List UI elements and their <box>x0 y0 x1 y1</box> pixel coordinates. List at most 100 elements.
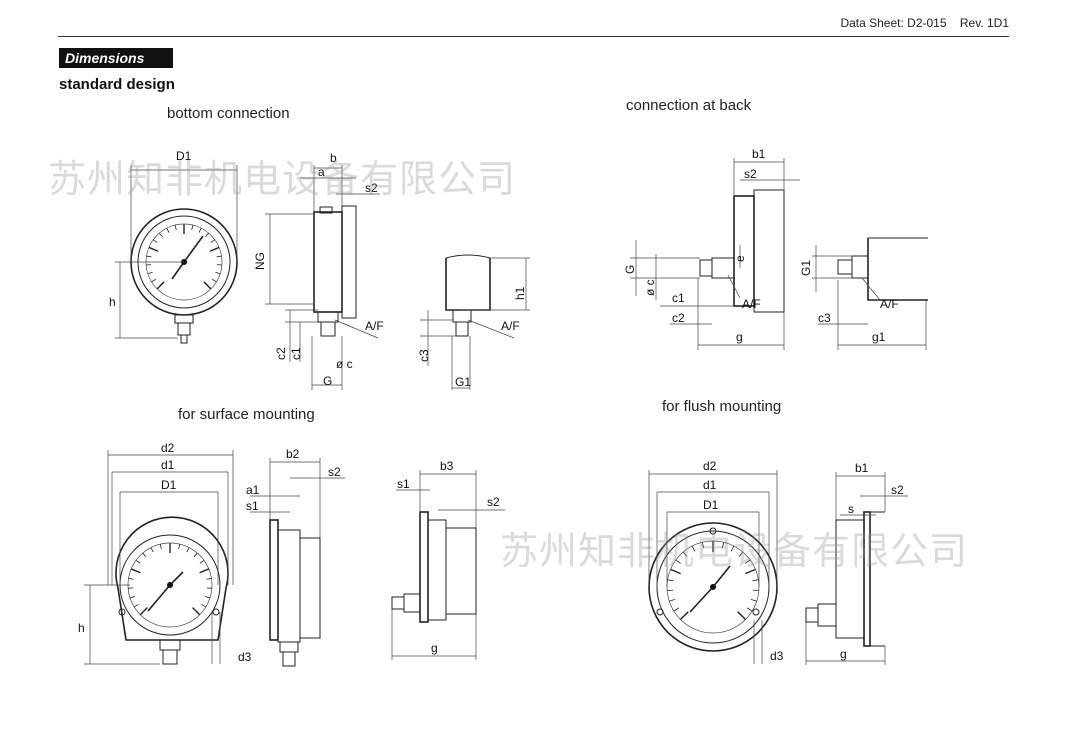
dim-label-b3: b3 <box>440 459 454 473</box>
gauge-scale-tick <box>745 559 751 564</box>
bottom-connection-front-view <box>115 165 238 344</box>
gauge-scale-tick <box>156 281 165 290</box>
dim-label-c2-back: c2 <box>672 311 685 325</box>
dim-label-G1-back: G1 <box>799 260 813 276</box>
dim-label-d2-flush: d2 <box>703 459 717 473</box>
gauge-scale-tick <box>205 232 209 238</box>
dim-label-d1-flush: d1 <box>703 478 717 492</box>
dim-label-d1-surface: d1 <box>161 458 175 472</box>
gauge-scale-tick <box>670 568 681 575</box>
gauge-scale-tick <box>191 224 194 231</box>
dim-label-g-surface: g <box>431 641 438 655</box>
document-header: Data Sheet: D2-015 Rev. 1D1 <box>840 16 1009 30</box>
gauge-scale-tick <box>201 603 207 608</box>
caption-bottom-connection: bottom connection <box>167 105 290 122</box>
dim-label-D1: D1 <box>176 149 192 163</box>
section-title: Dimensions <box>59 48 173 68</box>
dim-label-AF-detail: A/F <box>501 319 520 333</box>
dim-label-h-surface: h <box>78 621 85 635</box>
dim-label-s2-surface-back: s2 <box>487 495 500 509</box>
dim-label-dc-back: ø c <box>643 279 657 296</box>
gauge-scale-tick <box>675 559 681 564</box>
gauge-scale-tick <box>216 255 222 258</box>
gauge-scale-tick <box>146 255 152 258</box>
dim-label-s2-flush: s2 <box>891 483 904 497</box>
gauge-scale-tick <box>174 224 177 231</box>
gauge-scale-tick <box>746 607 753 612</box>
flush-mount-front-view <box>648 470 778 664</box>
gauge-scale-tick <box>211 278 217 283</box>
dim-label-g1: g1 <box>872 330 886 344</box>
dim-label-AF: A/F <box>365 319 384 333</box>
dim-label-d3-surface: d3 <box>238 650 252 664</box>
surface-mount-side-view <box>250 458 345 667</box>
gauge-scale-tick <box>128 578 134 580</box>
caption-surface-mounting: for surface mounting <box>178 406 315 423</box>
dim-label-AF-back: A/F <box>742 297 761 311</box>
dim-label-c3: c3 <box>417 349 431 362</box>
dim-label-a1: a1 <box>246 483 260 497</box>
dim-label-s1-surface: s1 <box>246 499 259 513</box>
dim-label-c2: c2 <box>274 347 288 360</box>
dim-label-h1: h1 <box>513 286 527 300</box>
surface-mount-back-view <box>391 470 505 660</box>
watermark-bottom: 苏州知非机电设备有限公司 <box>500 529 969 573</box>
dim-label-b1-back: b1 <box>752 147 766 161</box>
gauge-scale-tick <box>192 607 201 616</box>
gauge-scale-tick <box>150 547 154 553</box>
gauge-scale-tick <box>667 579 674 582</box>
gauge-scale-tick <box>737 611 747 621</box>
gauge-scale-tick <box>193 552 198 558</box>
gauge-scale-tick <box>159 544 162 550</box>
gauge-scale-tick <box>198 227 202 233</box>
dim-label-dc: ø c <box>336 357 353 371</box>
dim-label-D1-surface: D1 <box>161 478 177 492</box>
dim-label-s1-back: s1 <box>397 477 410 491</box>
dim-label-c1-back: c1 <box>672 291 685 305</box>
gauge-scale-tick <box>210 239 215 243</box>
dim-label-c1: c1 <box>289 347 303 360</box>
dim-label-s2-back: s2 <box>744 167 757 181</box>
dim-label-b1-flush: b1 <box>855 461 869 475</box>
gauge-scale-tick <box>203 281 212 290</box>
data-sheet-id: Data Sheet: D2-015 <box>840 16 947 30</box>
gauge-scale-tick <box>206 578 212 580</box>
dim-label-d3-flush: d3 <box>770 649 784 663</box>
dim-label-d2-surface: d2 <box>161 441 175 455</box>
gauge-scale-tick <box>147 271 153 275</box>
gauge-scale-tick <box>142 552 147 558</box>
gauge-scale-tick <box>178 544 181 550</box>
gauge-scale-tick <box>139 607 148 616</box>
back-connection-side-view <box>630 158 800 350</box>
gauge-scale-tick <box>209 246 220 252</box>
gauge-scale-tick <box>153 239 158 243</box>
watermark-top: 苏州知非机电设备有限公司 <box>48 157 517 201</box>
caption-connection-at-back: connection at back <box>626 97 752 114</box>
gauge-scale-tick <box>186 547 190 553</box>
dim-label-c3-back: c3 <box>818 311 831 325</box>
gauge-scale-tick <box>745 568 756 575</box>
dim-label-g-flush: g <box>840 647 847 661</box>
gauge-scale-tick <box>691 545 696 552</box>
dim-label-s-flush: s <box>848 502 854 516</box>
dim-label-G: G <box>323 374 332 388</box>
back-connection-detail-view <box>812 237 928 350</box>
flush-mount-side-view <box>805 472 908 665</box>
gauge-scale-tick <box>738 551 744 557</box>
surface-mount-front-view <box>84 450 234 665</box>
gauge-scale-tick <box>205 596 211 599</box>
dim-label-s2-surface: s2 <box>328 465 341 479</box>
dim-label-a: a <box>318 165 325 179</box>
dim-label-NG: NG <box>253 252 267 270</box>
dim-label-g-back: g <box>736 330 743 344</box>
gauge-scale-tick <box>730 545 735 552</box>
gauge-scale-tick <box>679 611 689 621</box>
dim-label-G-back: G <box>623 265 637 274</box>
gauge-scale-tick <box>199 568 210 574</box>
caption-flush-mounting: for flush mounting <box>662 398 782 415</box>
bottom-connection-detail-view <box>420 254 530 390</box>
subtitle: standard design <box>59 76 175 93</box>
gauge-scale-tick <box>199 559 205 564</box>
gauge-scale-tick <box>721 542 725 549</box>
